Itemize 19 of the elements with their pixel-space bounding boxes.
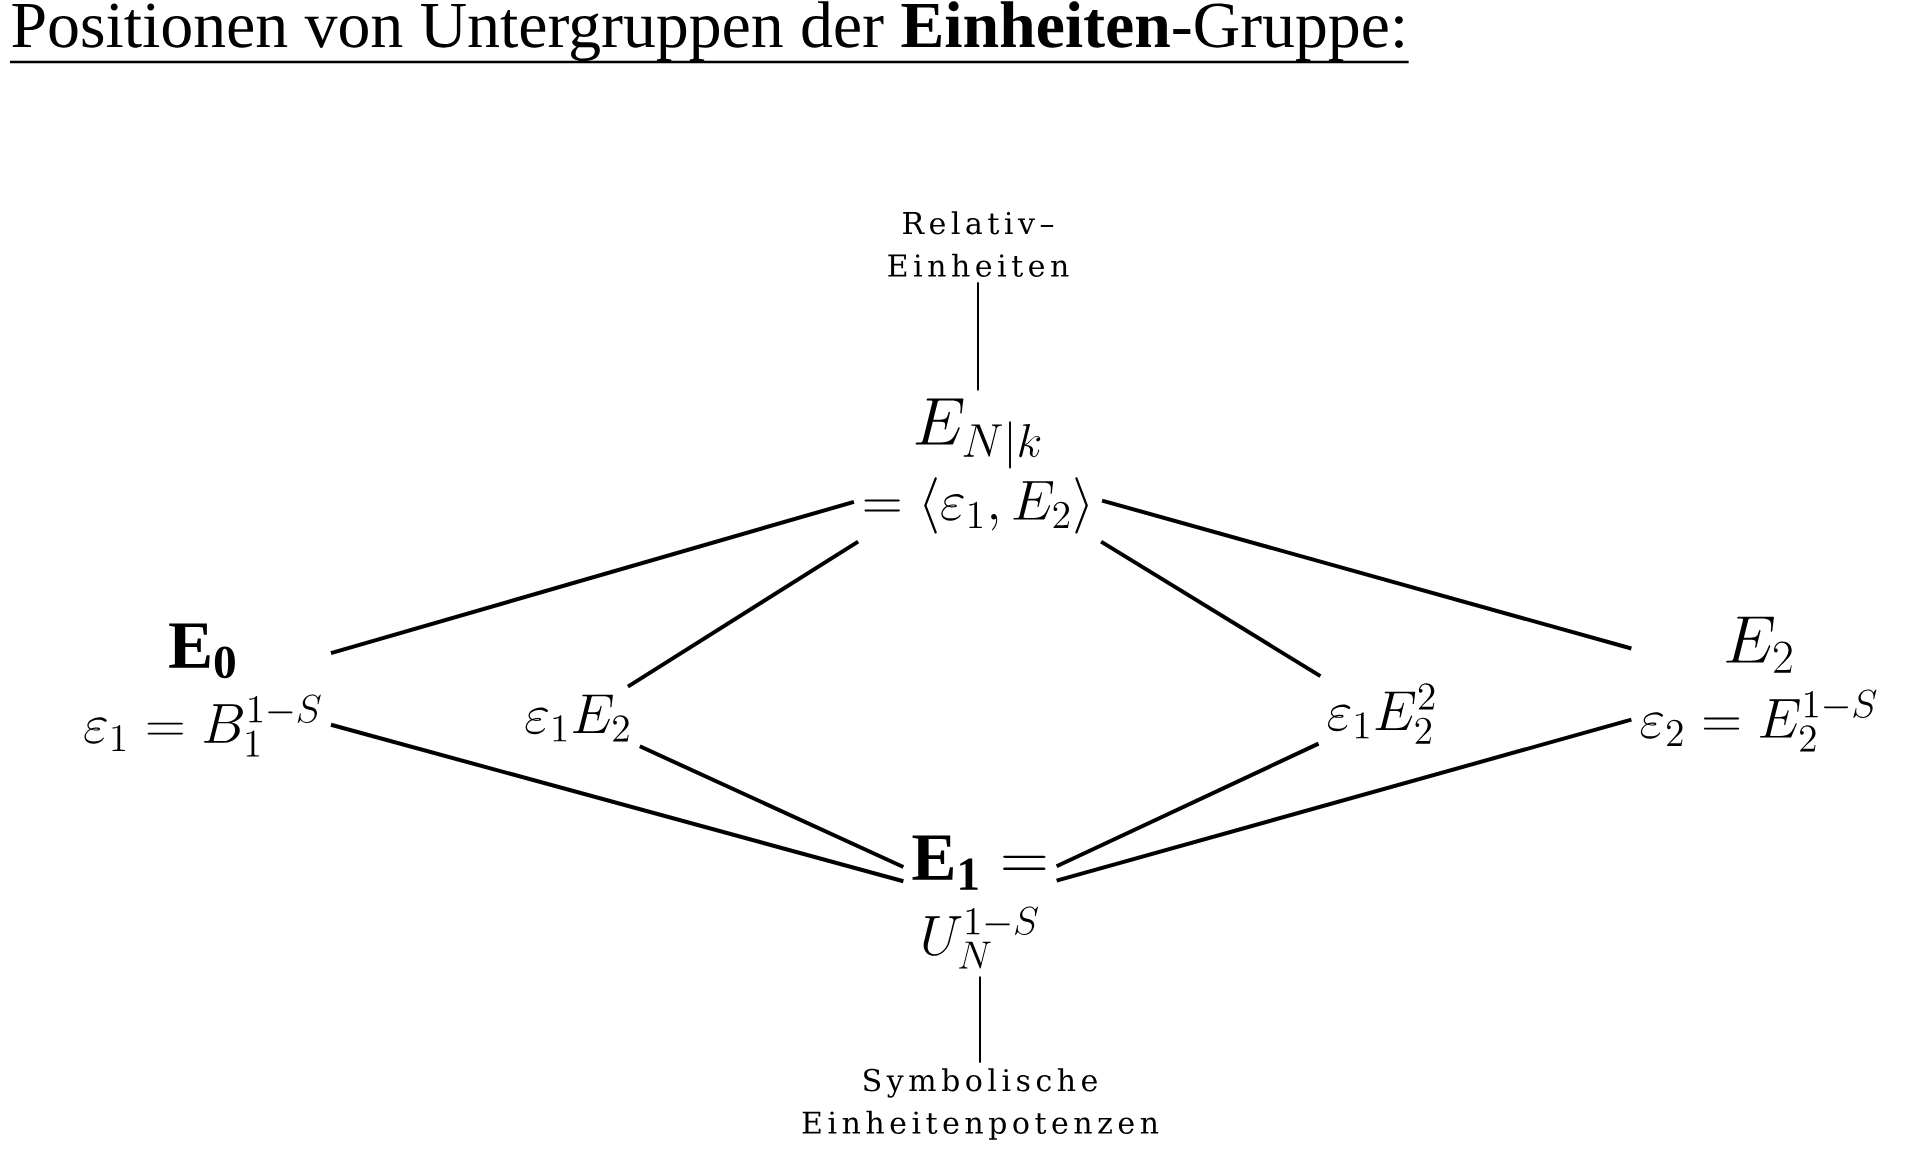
lattice-line — [626, 539, 860, 689]
formula: $E_2$ $\varepsilon_2 = E_2^{1-S}$ — [1640, 616, 1877, 752]
lattice-line — [638, 744, 905, 869]
callout-label: Symbolische Einheitenpotenzen — [802, 1068, 1159, 1140]
leader-line — [979, 975, 981, 1064]
formula: $\varepsilon_1 E_2$ — [525, 694, 629, 742]
lattice-line — [330, 499, 855, 656]
callout-label: Relativ– Einheiten — [888, 211, 1069, 277]
formula: $\varepsilon_1 E_2^2$ — [1328, 683, 1435, 744]
diagram-title: Positionen von Untergruppen der Einheiten-Gruppe: — [10, 1, 1409, 64]
lattice-line — [330, 722, 904, 884]
formula: $E_{N|k}$ $= \langle \varepsilon_1, E_2 \rangle$ — [864, 398, 1088, 534]
lattice-line — [1055, 741, 1320, 869]
lattice-line — [1100, 539, 1322, 678]
lattice-line — [1101, 498, 1632, 651]
leader-line — [977, 281, 979, 392]
formula: $\mathbf{E_1} =$ $U_N^{1-S}$ — [912, 835, 1046, 969]
lattice-line — [1056, 717, 1632, 883]
formula: $\mathbf{E_0}$ $\varepsilon_1 = B_1^{1-S}$ — [84, 623, 321, 757]
